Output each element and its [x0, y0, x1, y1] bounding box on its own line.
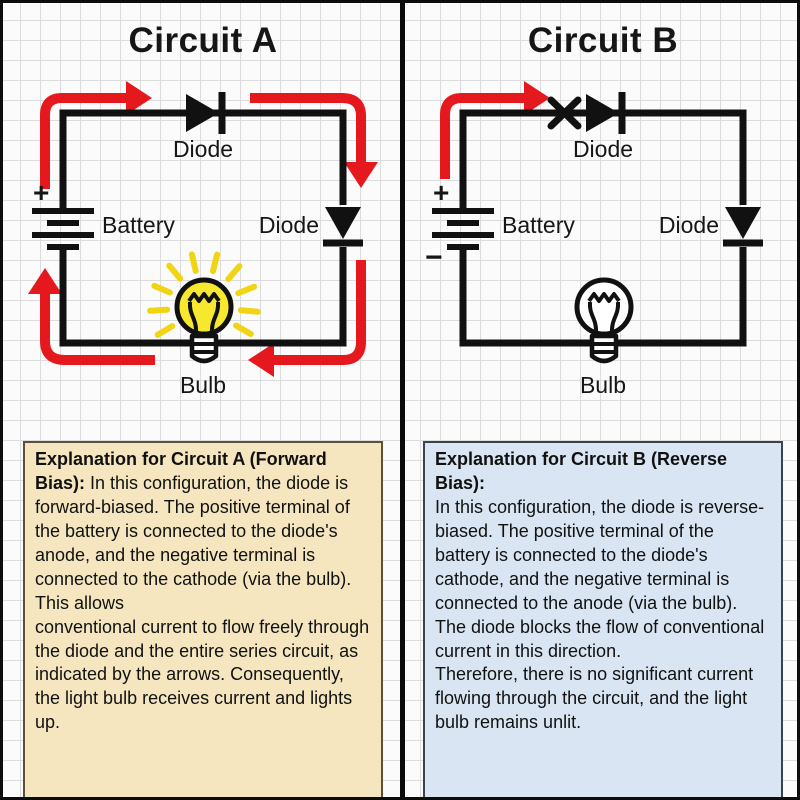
current-arrow-top-left — [40, 81, 152, 189]
diode-top-icon — [186, 92, 226, 134]
battery-label: Battery — [102, 212, 175, 238]
panel-divider — [400, 3, 405, 797]
battery-plus-label: + — [33, 177, 50, 208]
explanation-b-heading: Explanation for Circuit B (Reverse Bias)… — [435, 449, 728, 493]
diode-side-label: Diode — [258, 212, 319, 238]
diode-side-icon — [323, 207, 363, 247]
blocked-x-icon — [547, 96, 582, 130]
diode-top-icon — [586, 92, 626, 134]
diode-side-label: Diode — [658, 212, 719, 238]
bulb-lit-icon — [147, 251, 261, 364]
battery-minus-label: − — [425, 241, 443, 274]
diode-top-label: Diode — [172, 136, 234, 162]
battery-label: Battery — [502, 212, 575, 238]
explanation-box-a: Explanation for Circuit A (Forward Bias)… — [23, 441, 383, 797]
explanation-a-body: In this configuration, the diode is forw… — [35, 472, 370, 733]
bulb-unlit-icon — [574, 277, 634, 364]
panel-circuit-b: Circuit B Diode + − Battery Diode Bulb E… — [403, 3, 797, 797]
circuit-a-title: Circuit A — [128, 21, 278, 60]
explanation-a-heading: Explanation for Circuit A (Forward Bias)… — [35, 449, 327, 493]
current-arrow-blocked — [440, 81, 550, 179]
panel-circuit-a: Circuit A Diode + Battery Diode Bulb Exp… — [3, 3, 403, 797]
diode-top-label: Diode — [572, 136, 634, 162]
battery-icon — [32, 208, 94, 250]
circuit-a-drawing — [28, 81, 378, 377]
current-arrow-bottom-right — [248, 260, 366, 377]
bulb-label: Bulb — [579, 372, 627, 398]
explanation-box-b: Explanation for Circuit B (Reverse Bias)… — [423, 441, 783, 797]
current-arrow-top-right — [250, 93, 378, 188]
circuit-b-drawing — [432, 81, 763, 364]
current-arrow-bottom-left — [28, 268, 155, 365]
explanation-b-body: In this configuration, the diode is reve… — [435, 496, 765, 733]
battery-icon — [432, 208, 494, 250]
diode-side-icon — [723, 207, 763, 247]
circuit-b-title: Circuit B — [527, 21, 679, 60]
bulb-rays — [147, 251, 261, 338]
bulb-label: Bulb — [179, 372, 227, 398]
battery-plus-label: + — [433, 177, 450, 208]
